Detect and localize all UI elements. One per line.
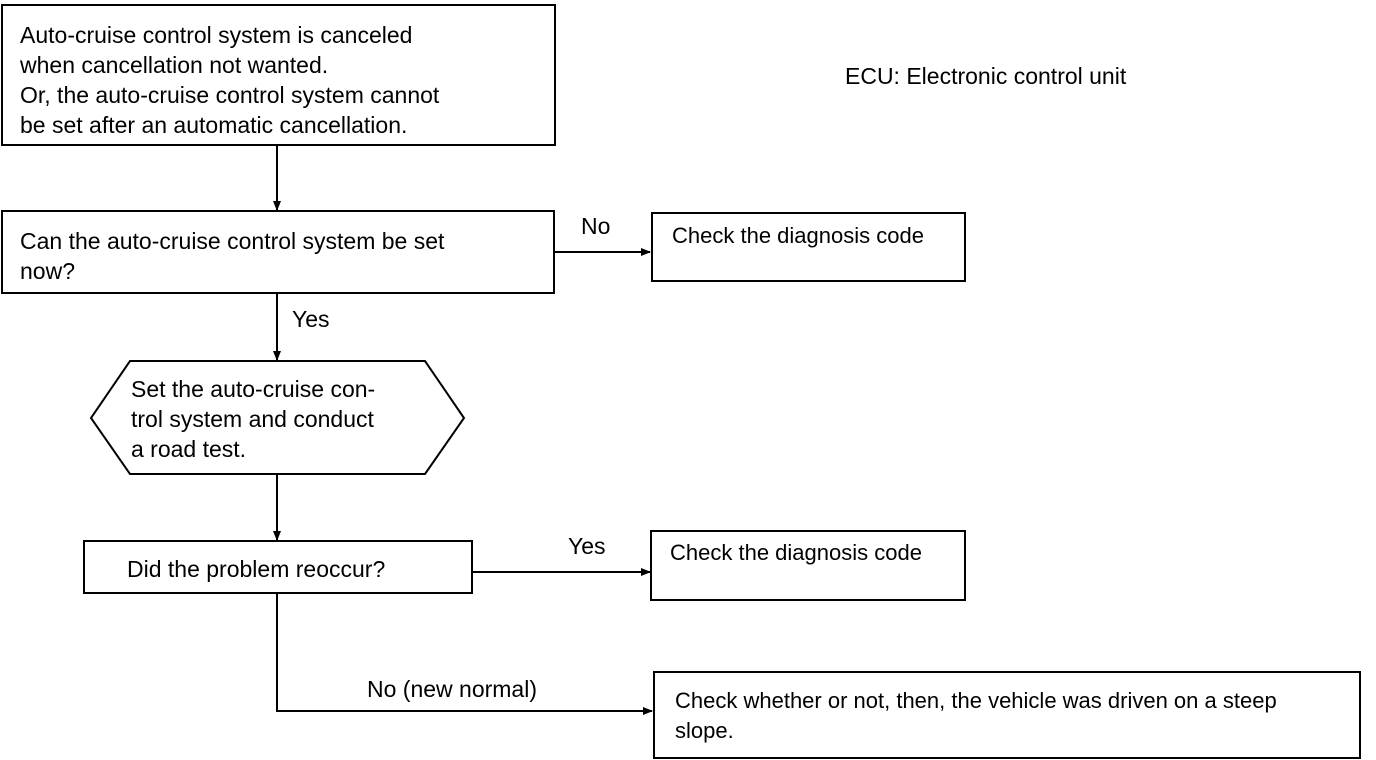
question1-yes-label: Yes (292, 306, 330, 332)
process-line: a road test. (131, 436, 247, 462)
process-line: trol system and conduct (131, 406, 374, 432)
question1-no-label: No (581, 213, 611, 239)
question2-text: Did the problem reoccur? (127, 556, 386, 582)
arrow-question2-no (276, 594, 653, 715)
start-box-line: be set after an automatic cancellation. (20, 112, 408, 138)
question2-yes-action-text: Check the diagnosis code (670, 540, 922, 565)
question2-no-action-box: Check whether or not, then, the vehicle … (653, 671, 1361, 759)
process-hexagon (89, 360, 466, 475)
question1-box: Can the auto-cruise control system be se… (1, 210, 555, 294)
question1-no-action-text: Check the diagnosis code (672, 223, 924, 248)
start-box: Auto-cruise control system is canceled w… (1, 4, 556, 146)
process-text: Set the auto-cruise con- trol system and… (131, 374, 431, 464)
question2-no-action-line: Check whether or not, then, the vehicle … (675, 688, 1277, 713)
question2-box: Did the problem reoccur? (83, 540, 473, 594)
question1-no-action-box: Check the diagnosis code (651, 212, 966, 282)
question1-line: Can the auto-cruise control system be se… (20, 228, 445, 254)
question2-yes-action-box: Check the diagnosis code (650, 530, 966, 601)
process-line: Set the auto-cruise con- (131, 376, 376, 402)
start-box-line: Auto-cruise control system is canceled (20, 22, 413, 48)
start-box-line: when cancellation not wanted. (20, 52, 329, 78)
start-box-line: Or, the auto-cruise control system canno… (20, 82, 440, 108)
legend-text: ECU: Electronic control unit (845, 63, 1127, 89)
question2-no-label: No (new normal) (367, 676, 537, 702)
question2-no-action-line: slope. (675, 718, 734, 743)
question2-yes-label: Yes (568, 533, 606, 559)
question1-line: now? (20, 258, 75, 284)
